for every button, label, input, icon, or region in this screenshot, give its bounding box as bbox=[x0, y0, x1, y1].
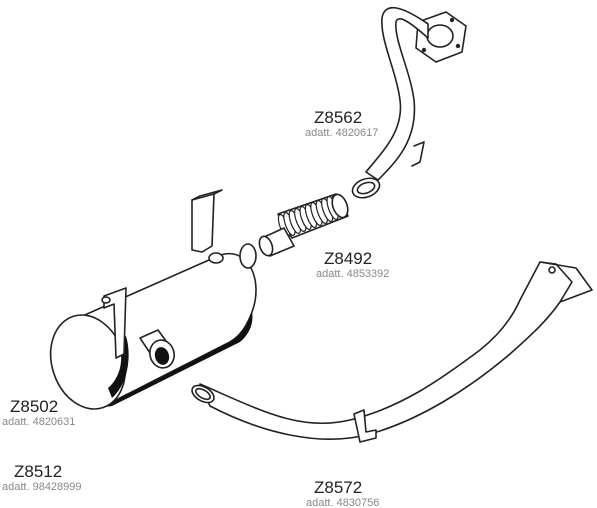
label-z8572-ref: adatt. 4830756 bbox=[306, 497, 379, 508]
label-z8562-code: Z8562 bbox=[314, 108, 362, 127]
tailpipe-z8572[interactable] bbox=[189, 261, 593, 443]
label-z8512-code: Z8512 bbox=[14, 462, 62, 481]
label-z8572-code: Z8572 bbox=[314, 478, 362, 497]
label-z8512-ref: adatt. 98428999 bbox=[2, 481, 82, 493]
flex-hose-z8492[interactable] bbox=[257, 192, 351, 257]
downpipe-z8562[interactable] bbox=[350, 7, 467, 202]
label-z8502-ref: adatt. 4820631 bbox=[2, 416, 75, 428]
label-z8492-ref: adatt. 4853392 bbox=[316, 268, 389, 280]
label-z8492-code: Z8492 bbox=[324, 249, 372, 268]
silencer-z8502[interactable] bbox=[39, 189, 257, 419]
label-z8562-ref: adatt. 4820617 bbox=[305, 127, 378, 139]
label-z8502-code: Z8502 bbox=[10, 397, 58, 416]
